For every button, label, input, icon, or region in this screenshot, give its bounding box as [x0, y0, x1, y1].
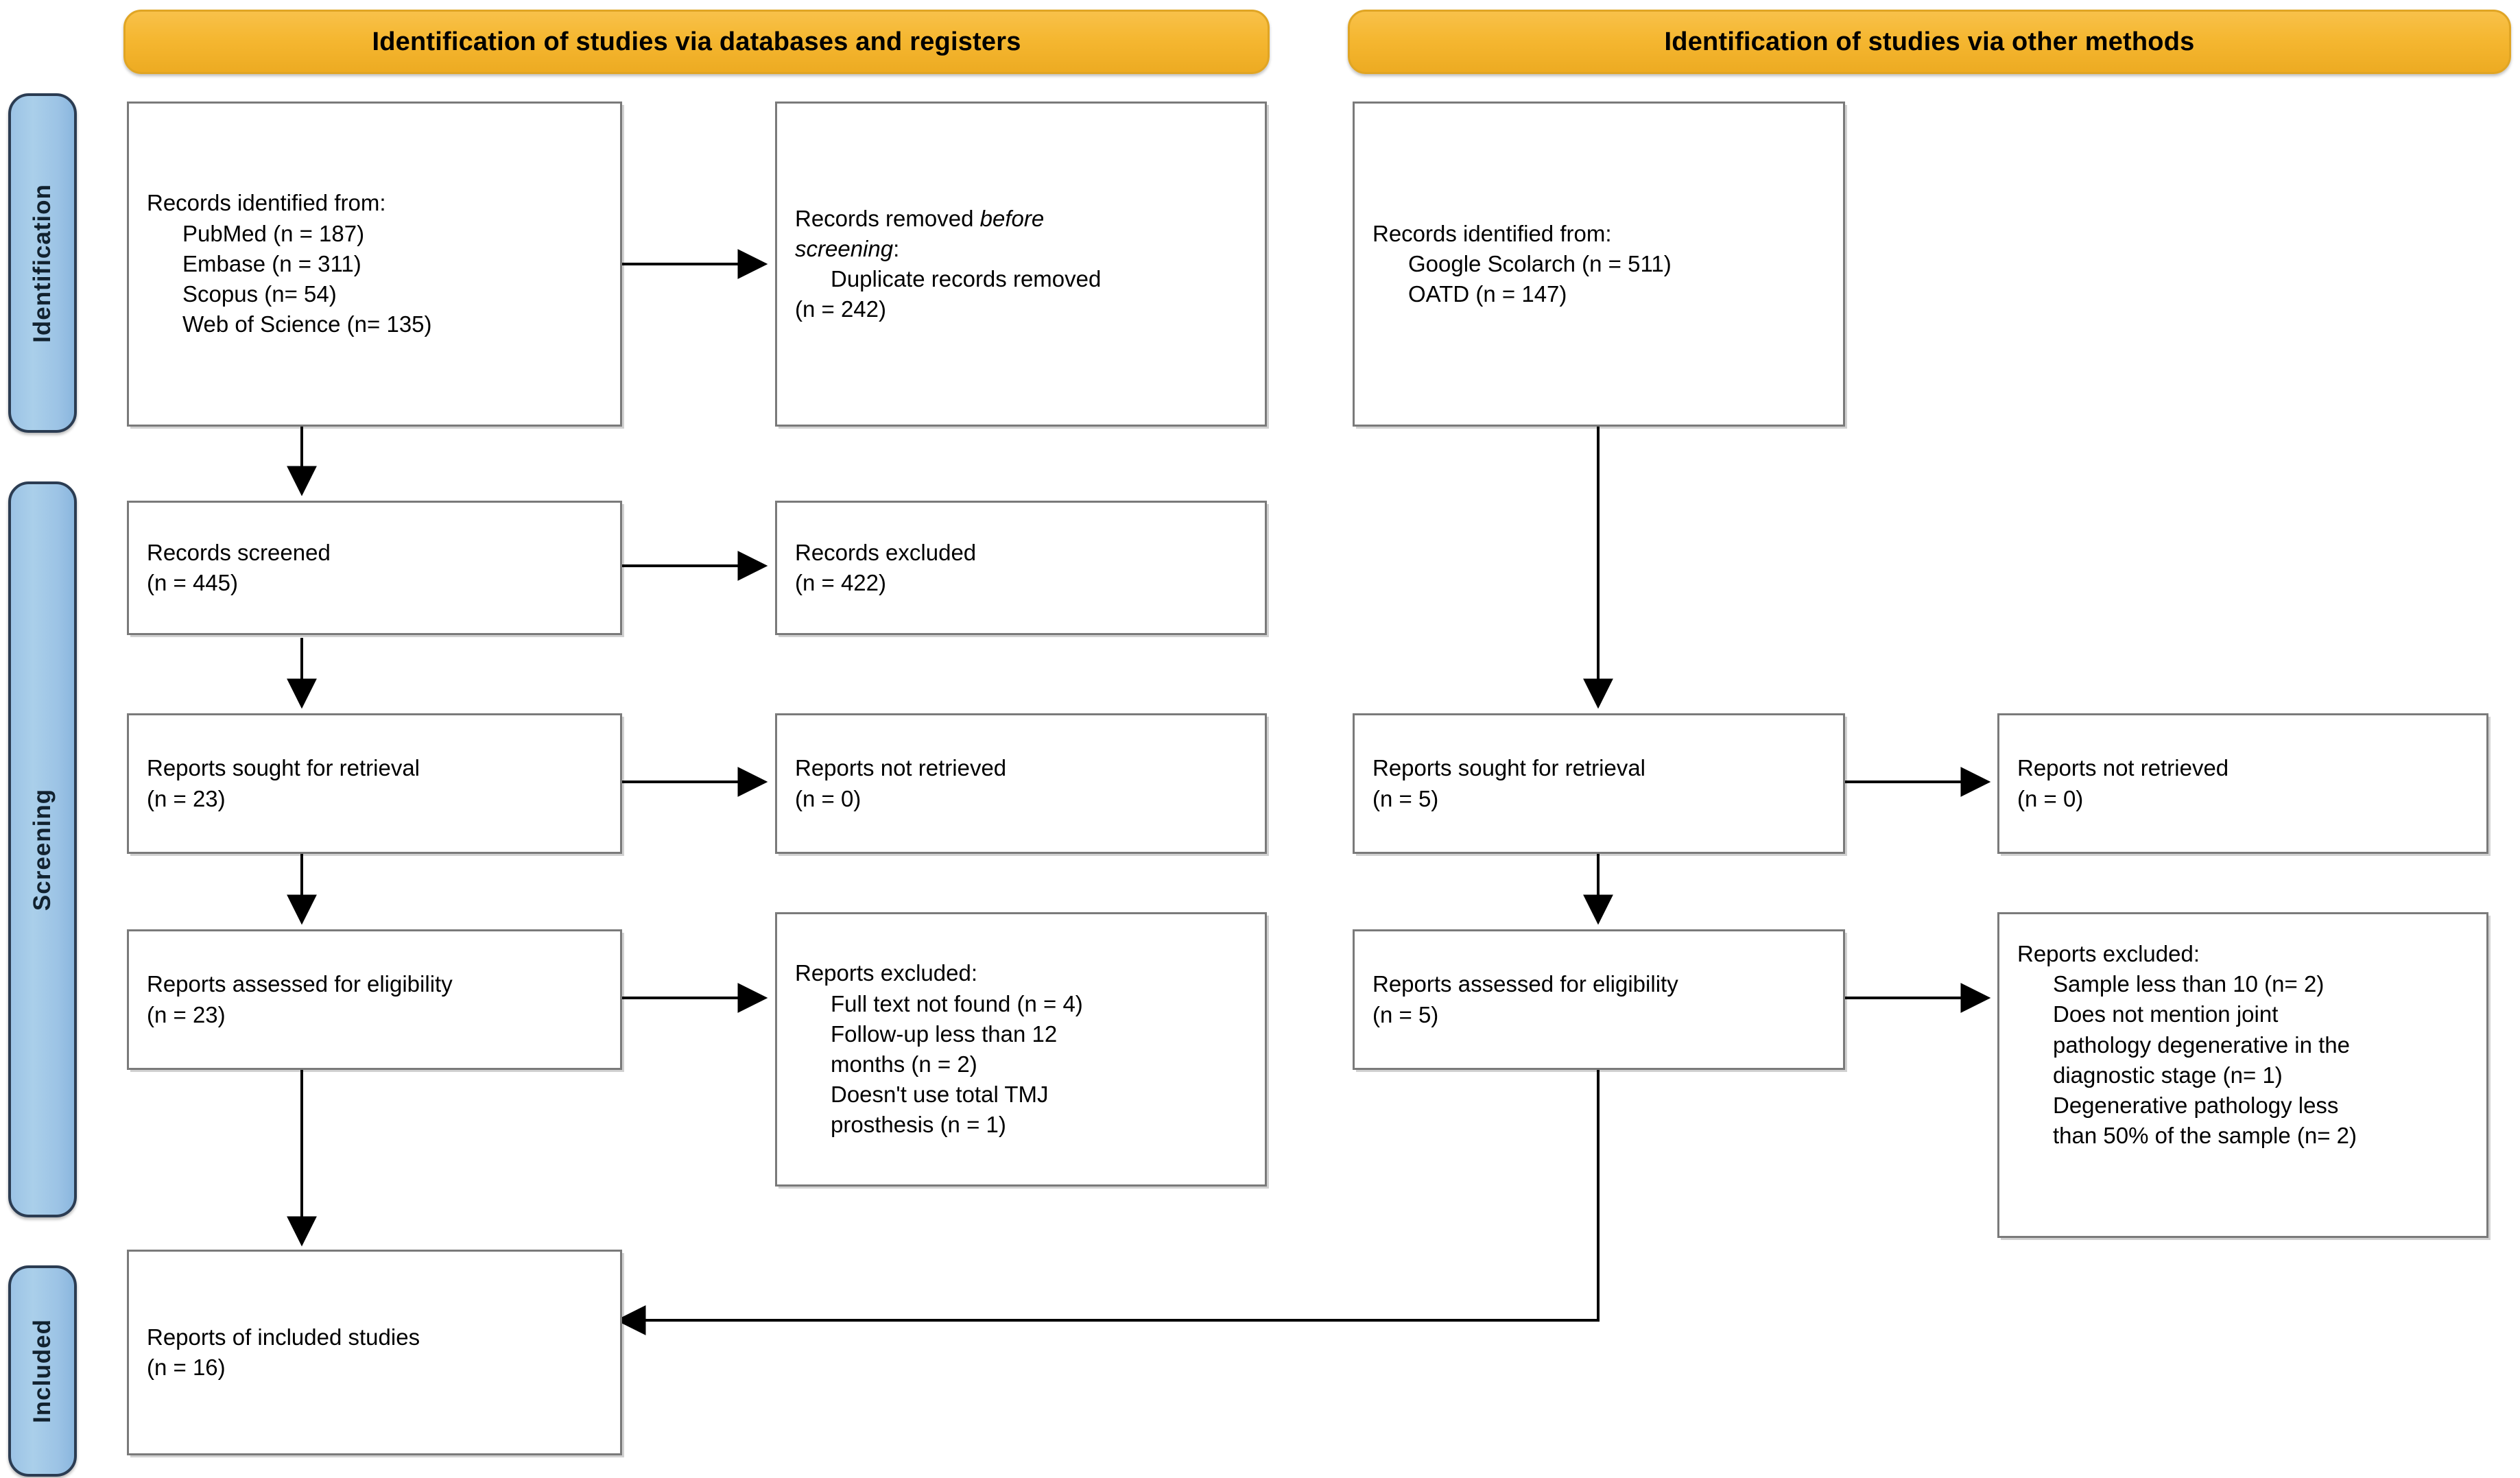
records-removed-line2: screening:: [795, 234, 1247, 264]
source-embase: Embase (n = 311): [182, 250, 361, 276]
duplicate-records-removed: Duplicate records removed: [831, 266, 1102, 291]
source-scopus: Scopus (n= 54): [182, 281, 337, 307]
box-records-identified-databases: Records identified from: PubMed (n = 187…: [127, 102, 622, 427]
reason-followup-less-12: Follow-up less than 12: [831, 1021, 1058, 1047]
reason-followup-months: months (n = 2): [831, 1051, 977, 1077]
records-removed-em-before: before: [979, 205, 1045, 231]
records-removed-em-screening: screening: [795, 235, 894, 261]
box-reports-sought-right: Reports sought for retrieval (n = 5): [1353, 713, 1845, 854]
box-records-identified-other: Records identified from: Google Scolarch…: [1353, 102, 1845, 427]
source-web-of-science: Web of Science (n= 135): [182, 311, 432, 337]
box-records-screened: Records screened (n = 445): [127, 501, 622, 635]
records-excluded-label: Records excluded: [795, 539, 977, 565]
reports-not-retrieved-right-label: Reports not retrieved: [2017, 755, 2229, 781]
stage-label-identification: Identification: [29, 183, 56, 343]
reason-no-total-tmj: Doesn't use total TMJ: [831, 1082, 1049, 1108]
box-reports-not-retrieved-right: Reports not retrieved (n = 0): [1997, 713, 2488, 854]
reports-not-retrieved-right-count: (n = 0): [2017, 785, 2084, 811]
stage-pill-screening: Screening: [8, 481, 77, 1217]
reports-assessed-left-label: Reports assessed for eligibility: [147, 971, 453, 997]
reports-sought-right-count: (n = 5): [1372, 785, 1439, 811]
stage-label-screening: Screening: [29, 788, 56, 911]
stage-pill-identification: Identification: [8, 93, 77, 433]
reason-full-text-not-found: Full text not found (n = 4): [831, 990, 1083, 1016]
stage-label-included: Included: [29, 1319, 56, 1423]
records-screened-label: Records screened: [147, 539, 331, 565]
reports-sought-right-label: Reports sought for retrieval: [1372, 755, 1646, 781]
reports-not-retrieved-left-label: Reports not retrieved: [795, 755, 1007, 781]
reason-less-50-percent: than 50% of the sample (n= 2): [2053, 1123, 2357, 1149]
reports-assessed-right-label: Reports assessed for eligibility: [1372, 971, 1678, 997]
reason-prosthesis: prosthesis (n = 1): [831, 1112, 1006, 1138]
reports-excluded-right-heading: Reports excluded:: [2017, 941, 2200, 966]
banner-other-methods-label: Identification of studies via other meth…: [1664, 27, 2195, 56]
reports-sought-left-count: (n = 23): [147, 785, 226, 811]
reason-sample-less-10: Sample less than 10 (n= 2): [2053, 971, 2325, 997]
banner-databases-registers: Identification of studies via databases …: [123, 10, 1270, 74]
box-reports-excluded-left: Reports excluded: Full text not found (n…: [775, 912, 1267, 1187]
records-excluded-count: (n = 422): [795, 570, 886, 595]
box-reports-included-studies: Reports of included studies (n = 16): [127, 1250, 622, 1455]
records-removed-line1: Records removed before: [795, 206, 1044, 231]
banner-other-methods: Identification of studies via other meth…: [1348, 10, 2511, 74]
box-reports-sought-left: Reports sought for retrieval (n = 23): [127, 713, 622, 854]
records-screened-count: (n = 445): [147, 570, 238, 595]
reports-assessed-left-count: (n = 23): [147, 1001, 226, 1027]
box-records-excluded: Records excluded (n = 422): [775, 501, 1267, 635]
box-reports-assessed-left: Reports assessed for eligibility (n = 23…: [127, 929, 622, 1070]
box-reports-assessed-right: Reports assessed for eligibility (n = 5): [1353, 929, 1845, 1070]
records-identified-other-heading: Records identified from:: [1372, 220, 1612, 246]
reason-degenerative-less: Degenerative pathology less: [2053, 1093, 2339, 1119]
reports-not-retrieved-left-count: (n = 0): [795, 785, 861, 811]
source-google-scholar: Google Scolarch (n = 511): [1408, 250, 1672, 276]
box-reports-excluded-right: Reports excluded: Sample less than 10 (n…: [1997, 912, 2488, 1238]
reports-sought-left-label: Reports sought for retrieval: [147, 755, 420, 781]
banner-databases-label: Identification of studies via databases …: [372, 27, 1021, 56]
box-reports-not-retrieved-left: Reports not retrieved (n = 0): [775, 713, 1267, 854]
reports-excluded-left-heading: Reports excluded:: [795, 960, 977, 986]
box-records-removed-before-screening: Records removed before screening: Duplic…: [775, 102, 1267, 427]
reason-diagnostic-stage: diagnostic stage (n= 1): [2053, 1062, 2283, 1088]
source-pubmed: PubMed (n = 187): [182, 220, 365, 246]
reason-no-joint-mention: Does not mention joint: [2053, 1001, 2279, 1027]
reason-pathology-degenerative: pathology degenerative in the: [2053, 1032, 2350, 1058]
stage-pill-included: Included: [8, 1265, 77, 1477]
included-label: Reports of included studies: [147, 1324, 420, 1350]
included-count: (n = 16): [147, 1355, 226, 1380]
reports-assessed-right-count: (n = 5): [1372, 1001, 1439, 1027]
records-removed-colon: :: [893, 235, 900, 261]
records-removed-text: Records removed: [795, 205, 980, 231]
source-oatd: OATD (n = 147): [1408, 281, 1567, 307]
duplicate-records-count: (n = 242): [795, 296, 886, 322]
records-identified-heading: Records identified from:: [147, 190, 386, 216]
